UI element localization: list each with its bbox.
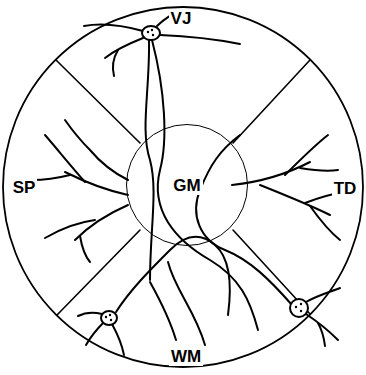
sector-label: SP: [11, 178, 38, 197]
wm-neuron: [78, 237, 230, 355]
td-dendrites: [196, 135, 345, 346]
region-label: GM: [171, 176, 202, 195]
sector-divider: [57, 230, 140, 315]
center-circle: GM: [126, 124, 248, 246]
sector-label: VJ: [169, 9, 194, 28]
sector-divider: [56, 60, 140, 143]
sector-divider: [233, 60, 310, 143]
outer-circle: [3, 7, 363, 367]
sp-dendrites: [32, 120, 128, 262]
sector-label: TD: [332, 179, 359, 198]
sector-label: WM: [169, 347, 203, 366]
